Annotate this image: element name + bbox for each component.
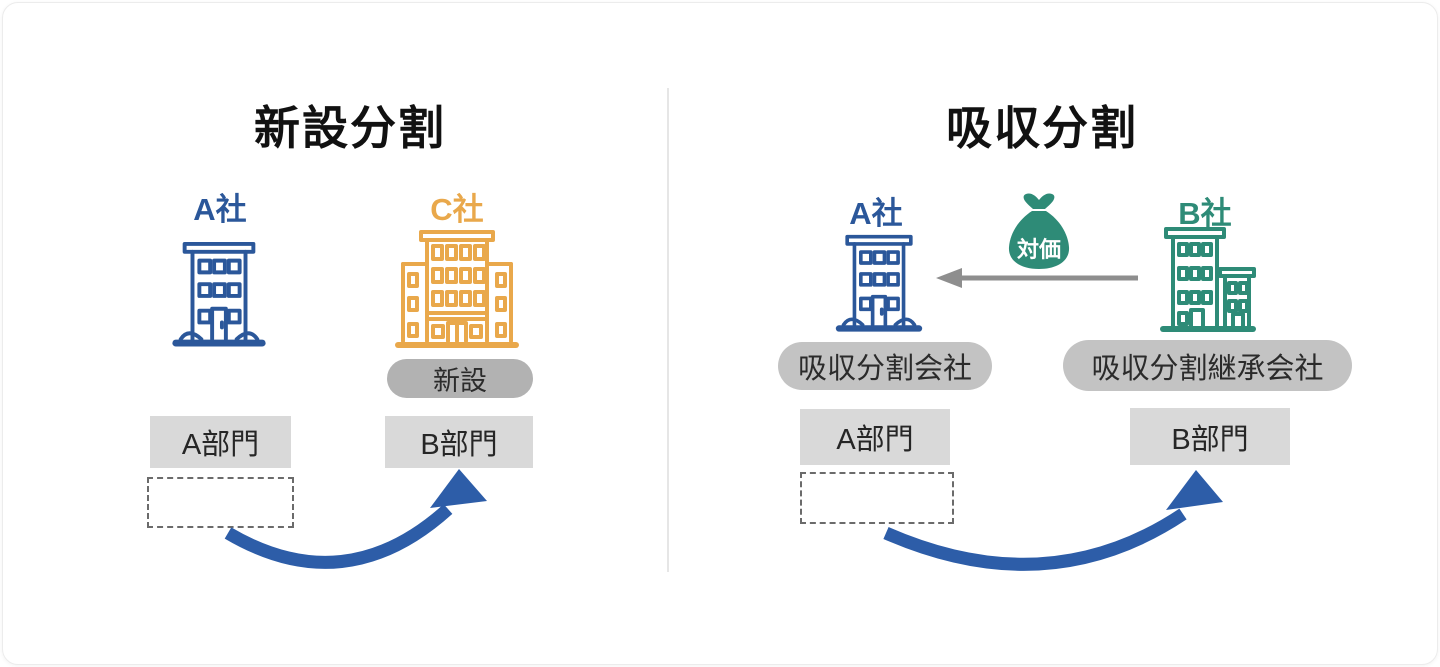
division-b-box: B部門 <box>385 416 533 468</box>
incorporation-split-title: 新設分割 <box>254 102 446 154</box>
company-c-label: C社 <box>430 192 484 227</box>
transferred-division-placeholder <box>800 472 954 524</box>
transferred-division-placeholder <box>147 477 294 528</box>
company-c-building-icon <box>395 230 519 348</box>
split-arrow-icon <box>224 469 487 569</box>
company-a-label: A社 <box>193 192 247 227</box>
transfer-arrow-icon <box>936 268 1138 288</box>
company-a-label: A社 <box>849 196 903 231</box>
company-a-building-icon <box>835 234 923 332</box>
division-b-box: B部門 <box>1130 408 1290 465</box>
new-company-badge: 新設 <box>387 359 533 398</box>
split-arrow-icon <box>883 470 1223 571</box>
money-bag-icon <box>1008 193 1070 269</box>
succeeding-company-pill: 吸収分割継承会社 <box>1063 340 1352 391</box>
division-a-box: A部門 <box>150 416 291 468</box>
absorption-split-title: 吸収分割 <box>946 102 1138 154</box>
division-a-box: A部門 <box>800 409 950 465</box>
consideration-label: 対価 <box>1016 237 1061 262</box>
company-b-building-icon <box>1160 227 1256 332</box>
splitting-company-pill: 吸収分割会社 <box>778 342 992 390</box>
company-b-label: B社 <box>1178 196 1232 231</box>
section-divider <box>667 88 669 572</box>
company-a-building-icon <box>172 241 266 347</box>
